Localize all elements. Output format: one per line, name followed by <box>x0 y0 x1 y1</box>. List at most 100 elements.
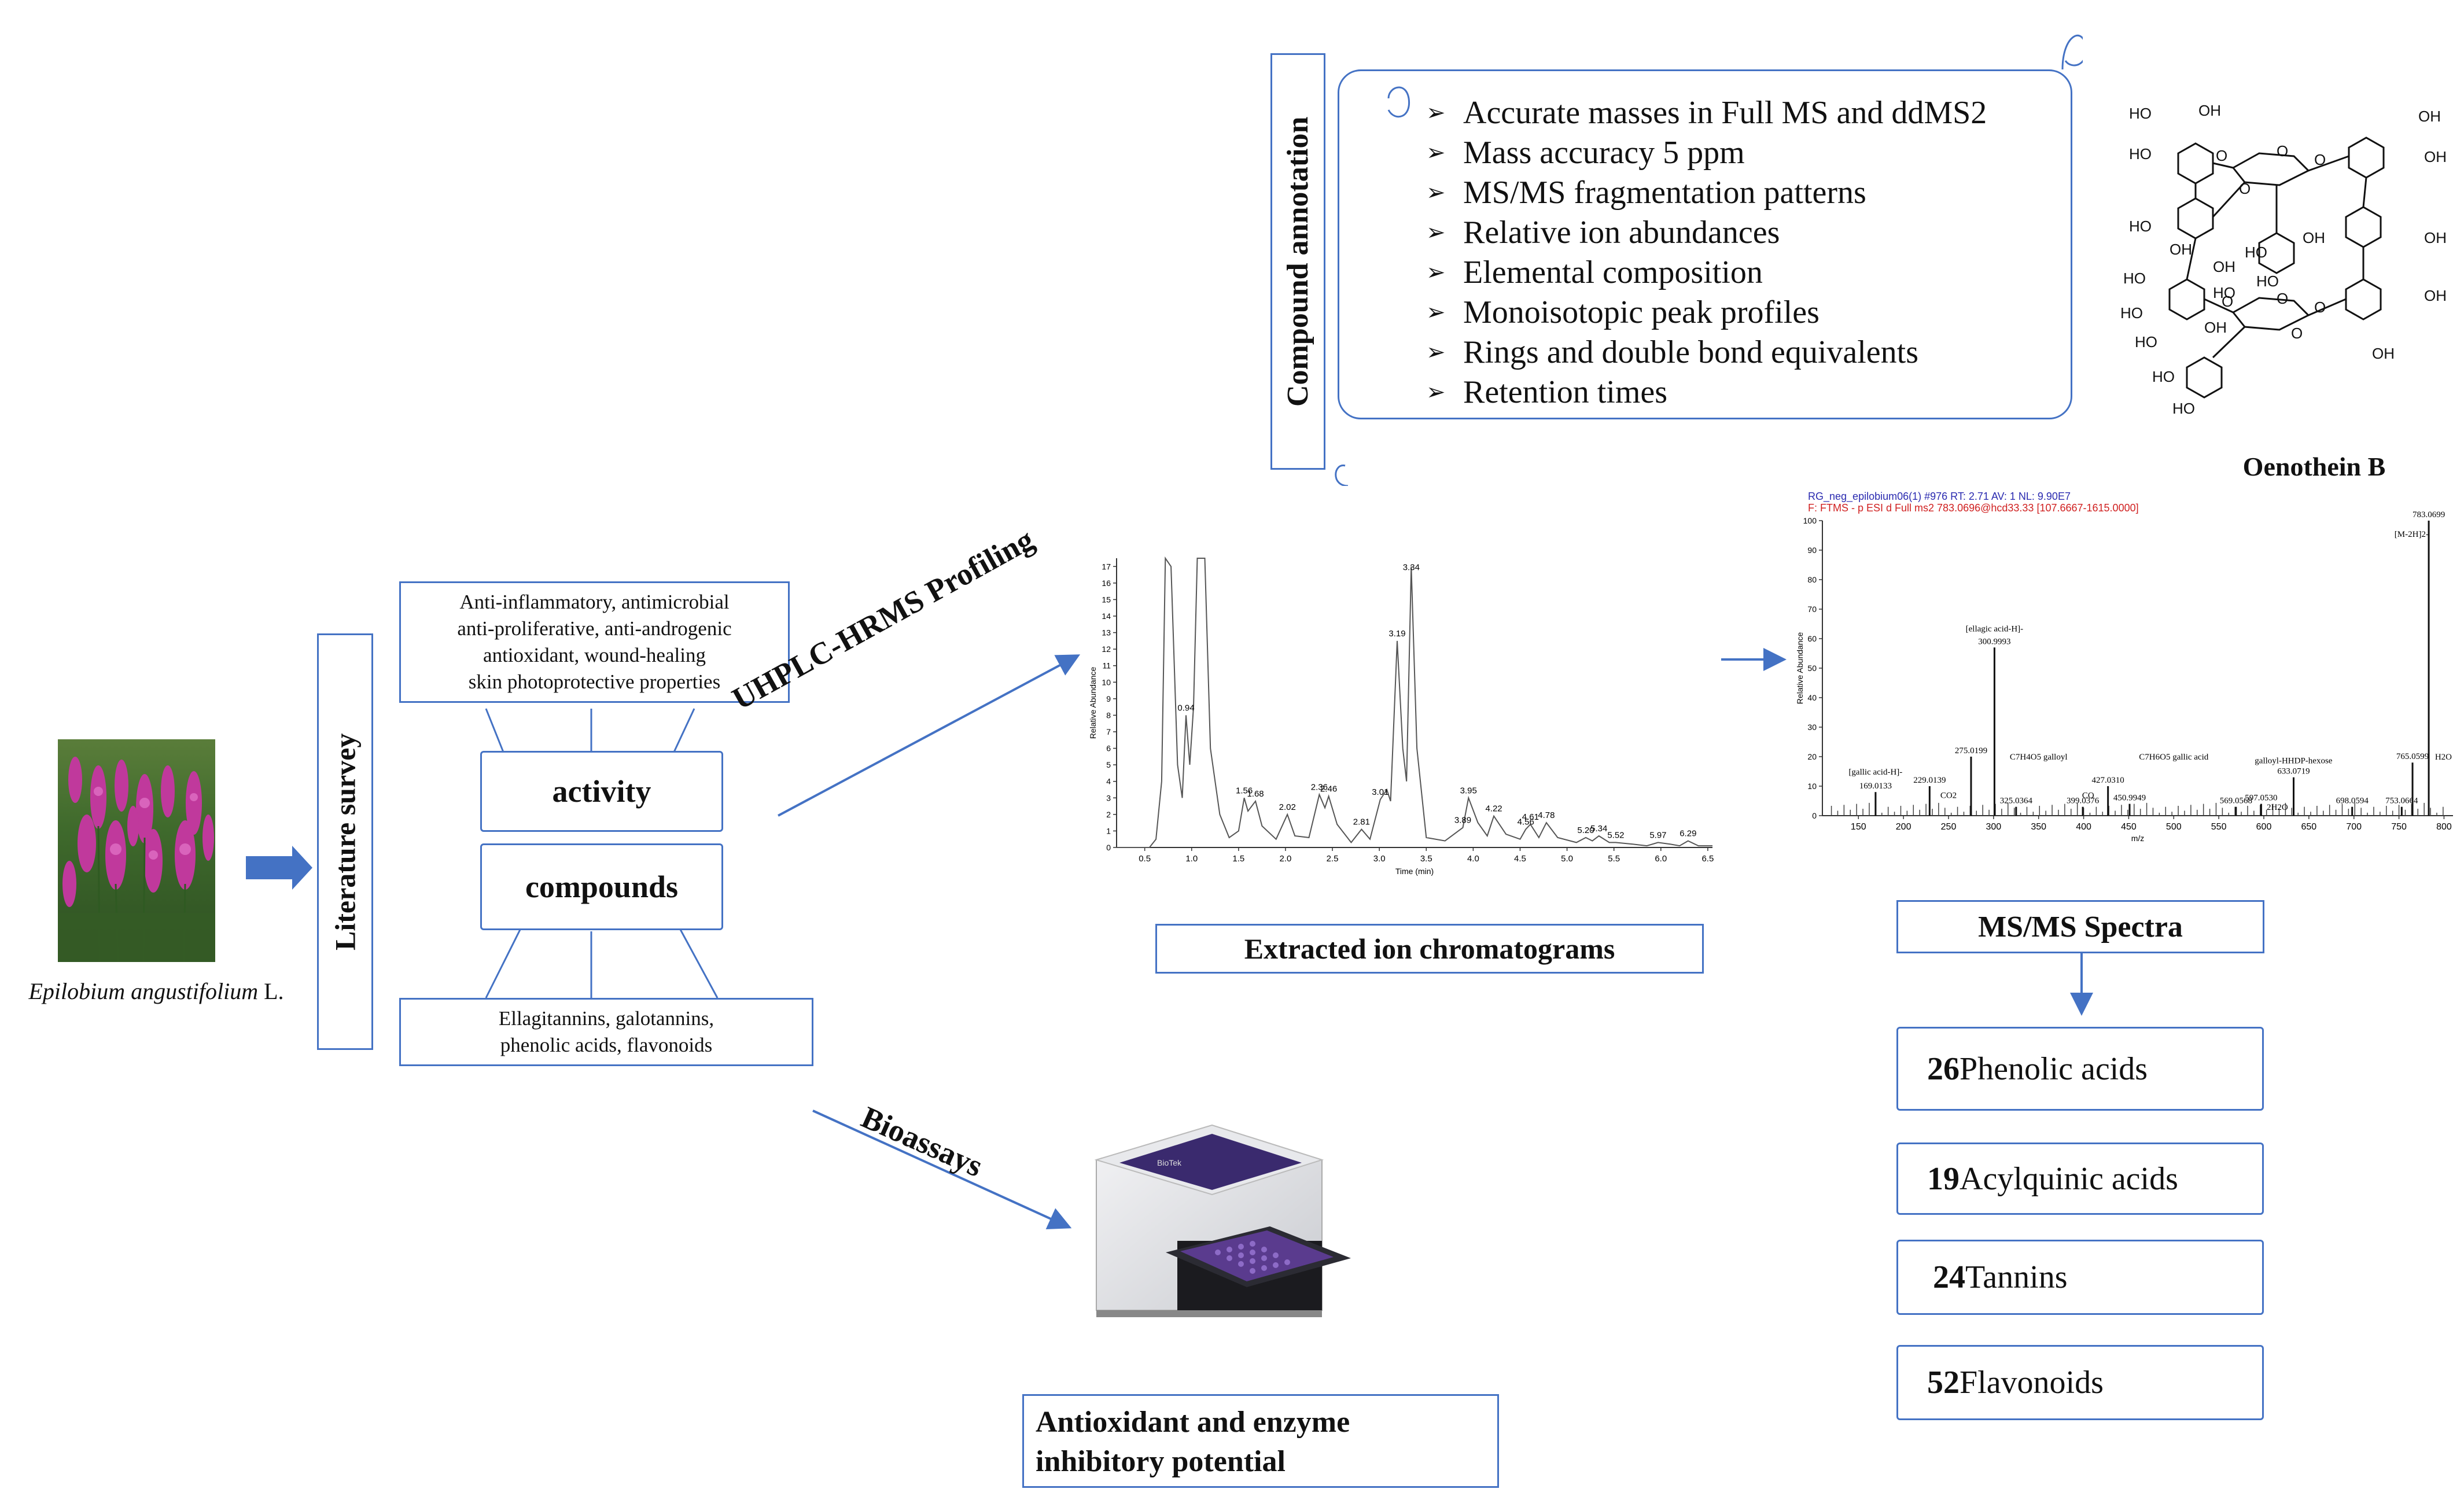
chrom-y-tick-label: 2 <box>1106 810 1111 819</box>
annotation-item: ➢Retention times <box>1426 373 1987 412</box>
atom-label: OH <box>2424 148 2447 165</box>
chromatogram-caption-box: Extracted ion chromatograms <box>1155 924 1704 974</box>
chrom-peak-label: 4.22 <box>1485 804 1502 814</box>
chrom-peak-label: 3.89 <box>1454 816 1471 825</box>
atom-label: HO <box>2129 218 2152 235</box>
spec-peak-label: 753.0664 <box>2385 797 2418 806</box>
chrom-peak-label: 0.94 <box>1177 703 1194 713</box>
atom-label: OH <box>2303 229 2325 246</box>
atom-label: O <box>2239 180 2251 197</box>
spec-y-tick-label: 20 <box>1807 752 1817 761</box>
chrom-peak-label: 2.81 <box>1353 817 1370 827</box>
chrom-x-tick-label: 6.0 <box>1655 854 1667 864</box>
chrom-y-tick-label: 6 <box>1106 744 1111 753</box>
spec-x-tick-label: 750 <box>2391 822 2407 832</box>
class-scroll-tannins: 24 Tannins <box>1896 1240 2264 1315</box>
atom-label: HO <box>2123 270 2146 287</box>
spec-peak-label: 597.0530 <box>2245 794 2277 803</box>
compounds-line-1: Ellagitannins, galotannins, <box>498 1007 714 1030</box>
spec-annotation: H2O <box>2435 753 2452 762</box>
chrom-y-axis-label: Relative Abundance <box>1088 667 1097 739</box>
chevron-right-icon: ➢ <box>1426 259 1446 286</box>
compounds-scroll: compounds <box>480 843 723 930</box>
chrom-y-tick-label: 16 <box>1102 578 1111 588</box>
annotation-item: ➢Mass accuracy 5 ppm <box>1426 133 1987 173</box>
chrom-x-axis-label: Time (min) <box>1395 867 1434 876</box>
chrom-x-tick-label: 1.5 <box>1232 854 1244 864</box>
oenothein-b-name: Oenothein B <box>2242 452 2386 481</box>
chrom-y-tick-label: 11 <box>1102 661 1111 670</box>
chrom-y-tick-label: 5 <box>1106 760 1111 769</box>
plant-caption: Epilobium angustifolium L. <box>6 978 307 1005</box>
spec-x-tick-label: 200 <box>1896 822 1911 832</box>
atom-label: O <box>2291 325 2303 342</box>
class-count: 52 <box>1927 1365 1960 1401</box>
chrom-x-tick-label: 2.0 <box>1280 854 1292 864</box>
spec-x-tick-label: 400 <box>2076 822 2091 832</box>
spec-peak-label: 569.0568 <box>2220 797 2252 806</box>
activity-label: activity <box>552 774 651 809</box>
chrom-peak-label: 2.36 <box>1311 783 1328 793</box>
spec-peak-label: 783.0699 <box>2413 510 2445 519</box>
atom-label: O <box>2314 298 2326 316</box>
chrom-y-tick-label: 8 <box>1106 710 1111 720</box>
atom-label: O <box>2277 142 2288 160</box>
chrom-peak-label: 3.19 <box>1388 629 1405 639</box>
atom-label: OH <box>2198 102 2221 119</box>
spec-y-tick-label: 0 <box>1812 811 1817 820</box>
atom-label: HO <box>2135 333 2157 351</box>
chevron-right-icon: ➢ <box>1426 379 1446 406</box>
chevron-right-icon: ➢ <box>1426 339 1446 366</box>
atom-label: HO <box>2129 145 2152 163</box>
chevron-right-icon: ➢ <box>1426 99 1446 126</box>
spec-peak-label: 450.9949 <box>2113 794 2146 803</box>
spec-annotation: [M-2H]2- <box>2395 530 2429 539</box>
atom-label: HO <box>2256 272 2279 290</box>
activity-line-2: anti-proliferative, anti-androgenic <box>457 617 732 640</box>
chrom-y-tick-label: 4 <box>1106 777 1111 786</box>
spec-peak-label: 300.9993 <box>1978 637 2010 646</box>
class-name: Flavonoids <box>1960 1365 2104 1401</box>
class-count: 26 <box>1927 1051 1960 1087</box>
spec-peak-label: 633.0719 <box>2277 767 2310 776</box>
chrom-y-tick-label: 14 <box>1102 611 1111 621</box>
chrom-trace <box>1117 556 1712 848</box>
literature-survey-box: Literature survey <box>317 633 373 1050</box>
chrom-y-tick-label: 17 <box>1102 562 1111 571</box>
compound-annotation-label-box: Compound annotation <box>1270 53 1325 470</box>
chrom-y-tick-label: 0 <box>1106 843 1111 852</box>
spec-annotation: 2H2O <box>2267 803 2288 812</box>
chevron-right-icon: ➢ <box>1426 179 1446 206</box>
chrom-x-tick-label: 4.0 <box>1467 854 1479 864</box>
compounds-line-2: phenolic acids, flavonoids <box>500 1034 713 1056</box>
chrom-peak-label: 3.01 <box>1372 787 1388 797</box>
spec-y-tick-label: 90 <box>1807 546 1817 555</box>
assay-caption-line-2: inhibitory potential <box>1036 1445 1286 1478</box>
chrom-peak-label: 1.68 <box>1247 789 1264 799</box>
spec-peak-label: 698.0594 <box>2336 797 2369 806</box>
spec-y-tick-label: 100 <box>1803 516 1817 525</box>
chrom-y-tick-label: 10 <box>1102 677 1111 687</box>
spec-peak-label: 427.0310 <box>2092 776 2124 785</box>
spec-x-tick-label: 450 <box>2121 822 2137 832</box>
atom-label: HO <box>2245 244 2267 261</box>
atom-label: OH <box>2424 287 2447 304</box>
atom-label: O <box>2314 151 2326 168</box>
atom-label: O <box>2222 293 2233 310</box>
class-scroll-flavonoids: 52 Flavonoids <box>1896 1345 2264 1420</box>
atom-label: OH <box>2418 108 2441 125</box>
compounds-label: compounds <box>525 869 679 904</box>
chrom-y-tick-label: 15 <box>1102 595 1111 604</box>
fireweed-image <box>58 739 215 962</box>
compounds-connector-left <box>485 928 522 998</box>
spec-x-tick-label: 250 <box>1941 822 1957 832</box>
scroll-curl-decor <box>1335 34 2083 486</box>
chrom-x-tick-label: 0.5 <box>1139 854 1151 864</box>
spec-x-tick-label: 600 <box>2256 822 2272 832</box>
spec-x-tick-label: 550 <box>2211 822 2227 832</box>
chrom-peak-label: 2.02 <box>1279 802 1296 812</box>
spectra-caption: MS/MS Spectra <box>1978 910 2183 944</box>
compound-annotation-scroll: ➢Accurate masses in Full MS and ddMS2 ➢M… <box>1338 69 2072 419</box>
